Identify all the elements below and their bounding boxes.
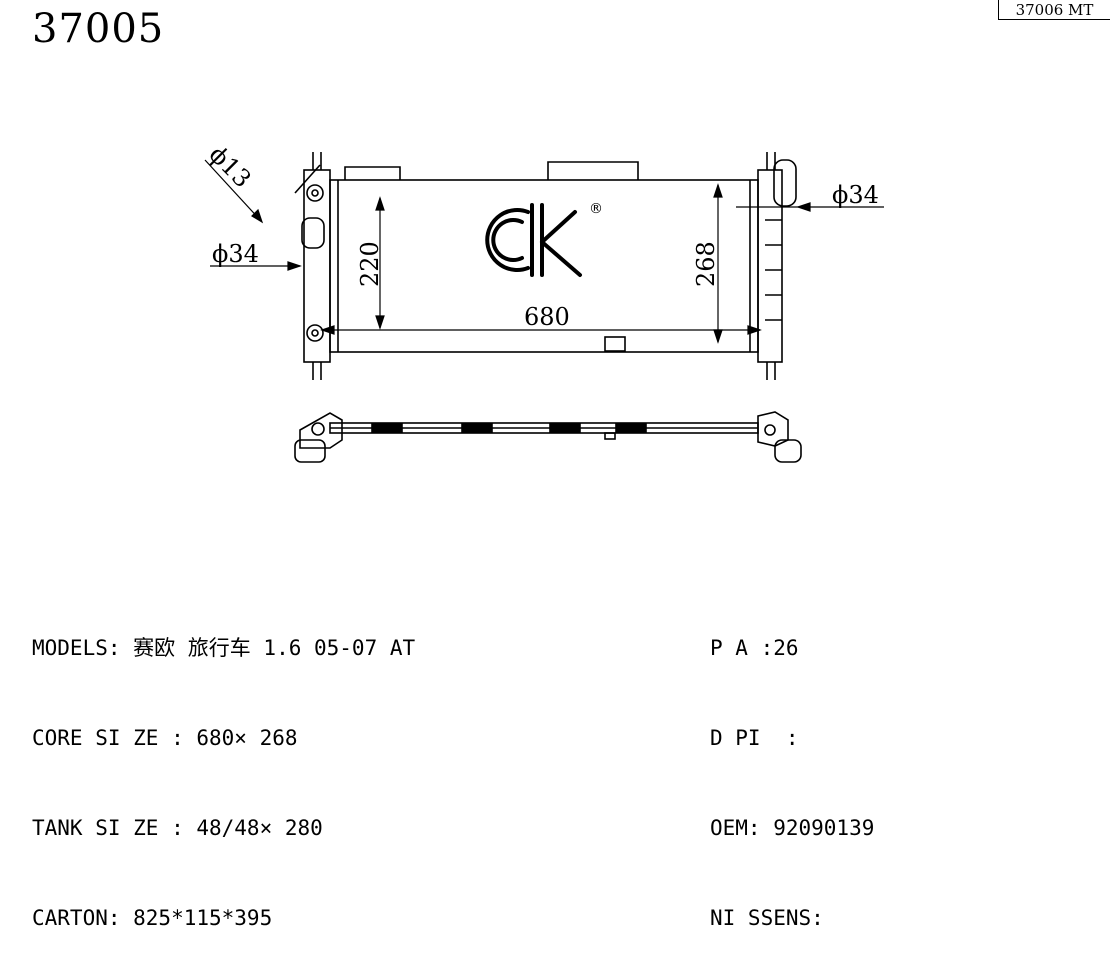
left-pipe-large bbox=[301, 217, 325, 249]
spec-core-size: CORE SI ZE : 680× 268 bbox=[32, 726, 298, 750]
spec-models: MODELS: 赛欧 旅行车 1.6 05-07 AT bbox=[32, 636, 416, 660]
alt-part-number-box: 37006 MT bbox=[998, 0, 1110, 20]
dim-680: 680 bbox=[524, 303, 570, 331]
dim-phi13: ϕ13 bbox=[204, 140, 257, 193]
top-bracket-right bbox=[547, 161, 639, 180]
dim-220: 220 bbox=[356, 241, 384, 287]
registered-mark: ® bbox=[589, 201, 603, 217]
dim-268: 268 bbox=[692, 241, 720, 287]
spec-nissens: NI SSENS: bbox=[710, 906, 824, 930]
spec-pa: P A :26 bbox=[710, 636, 799, 660]
spec-block-right: P A :26 D PI : OEM: 92090139 NI SSENS: bbox=[710, 573, 874, 963]
bottom-clip bbox=[604, 336, 626, 352]
spec-oem: OEM: 92090139 bbox=[710, 816, 875, 840]
spec-carton: CARTON: 825*115*395 bbox=[32, 906, 273, 930]
top-bracket-left bbox=[344, 166, 401, 180]
spec-block-left: MODELS: 赛欧 旅行车 1.6 05-07 AT CORE SI ZE :… bbox=[32, 573, 415, 963]
spec-tank-size: TANK SI ZE : 48/48× 280 bbox=[32, 816, 323, 840]
right-tank bbox=[757, 169, 783, 363]
left-tank bbox=[303, 169, 331, 363]
part-number: 37005 bbox=[32, 6, 165, 52]
dim-phi34-right: ϕ34 bbox=[832, 181, 879, 209]
left-inlet-port bbox=[306, 184, 324, 202]
spec-dpi: D PI : bbox=[710, 726, 799, 750]
right-pipe bbox=[773, 159, 797, 207]
dim-phi34-left: ϕ34 bbox=[212, 240, 259, 268]
left-outlet-port bbox=[306, 324, 324, 342]
radiator-top-view bbox=[294, 411, 802, 463]
radiator-drawing: ϕ13 ϕ34 ϕ34 220 268 680 ® bbox=[204, 140, 884, 463]
ck-logo: ® bbox=[485, 201, 603, 277]
